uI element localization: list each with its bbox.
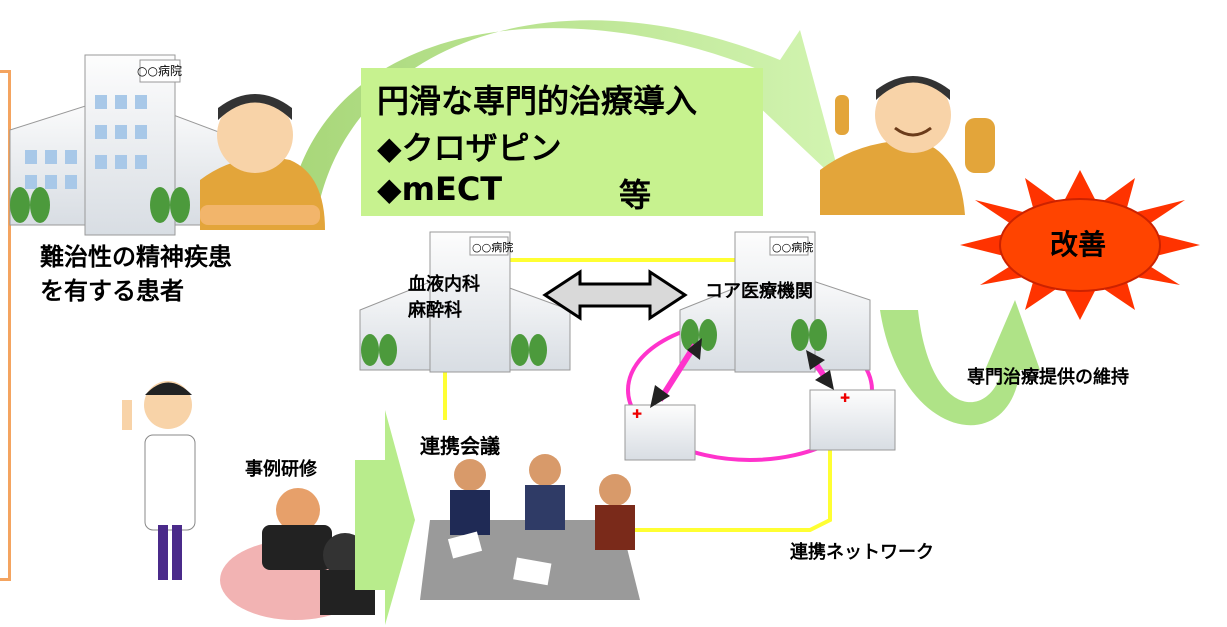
hospital-sign-left: ○○病院 xyxy=(137,64,182,78)
hospital-building-dept xyxy=(359,231,571,373)
patient-bracket xyxy=(0,70,11,581)
core-institution-label: コア医療機関 xyxy=(705,281,813,302)
improvement-label: 改善 xyxy=(1050,228,1107,261)
case-training-figures xyxy=(220,488,375,620)
liaison-meeting-picture xyxy=(420,454,640,625)
hospital-sign-dept: ○○病院 xyxy=(472,241,514,254)
patient-sad-figure xyxy=(200,94,325,230)
doctor-figure xyxy=(122,381,196,580)
dept-label: 血液内科 麻酔科 xyxy=(408,272,480,324)
liaison-meeting-label: 連携会議 xyxy=(420,434,500,458)
arrowhead-rd xyxy=(815,370,834,390)
hospital-building-core xyxy=(679,231,871,373)
dept-label-line2: 麻酔科 xyxy=(408,300,462,321)
treatment-box: 円滑な専門的治療導入 ◆クロザピン ◆mECT 等 xyxy=(361,68,763,216)
treatment-item-mect: ◆mECT xyxy=(377,170,503,208)
maintenance-curve-arrow xyxy=(880,300,1040,426)
dept-label-line1: 血液内科 xyxy=(408,274,480,295)
arrowhead-lu xyxy=(687,338,702,360)
svg-text:✚: ✚ xyxy=(632,407,642,421)
patient-label-line1: 難治性の精神疾患 xyxy=(40,243,232,271)
patient-happy-figure xyxy=(820,76,995,215)
hospital-sign-core: ○○病院 xyxy=(772,241,814,254)
dept-core-double-arrow xyxy=(542,269,688,321)
clinic-right: ✚ xyxy=(809,389,896,451)
arrowhead-ru xyxy=(806,350,825,370)
improvement-starburst xyxy=(960,170,1200,320)
patient-label-line2: を有する患者 xyxy=(40,277,184,305)
arrowhead-ll xyxy=(650,385,670,408)
clinic-left: ✚ xyxy=(624,404,696,461)
training-to-meeting-arrow xyxy=(355,410,415,625)
maintenance-label: 専門治療提供の維持 xyxy=(967,367,1129,388)
hospital-building-left xyxy=(9,54,241,236)
treatment-item-etc: 等 xyxy=(619,176,652,214)
case-training-label: 事例研修 xyxy=(245,459,317,480)
patient-label: 難治性の精神疾患 を有する患者 xyxy=(40,240,232,308)
core-clinic-arrow-left xyxy=(657,343,698,402)
network-label: 連携ネットワーク xyxy=(790,542,934,563)
treatment-item-clozapine: ◆クロザピン xyxy=(377,129,562,167)
svg-text:✚: ✚ xyxy=(840,391,850,405)
network-yellow-line-2 xyxy=(635,430,832,532)
treatment-title: 円滑な専門的治療導入 xyxy=(377,82,698,120)
